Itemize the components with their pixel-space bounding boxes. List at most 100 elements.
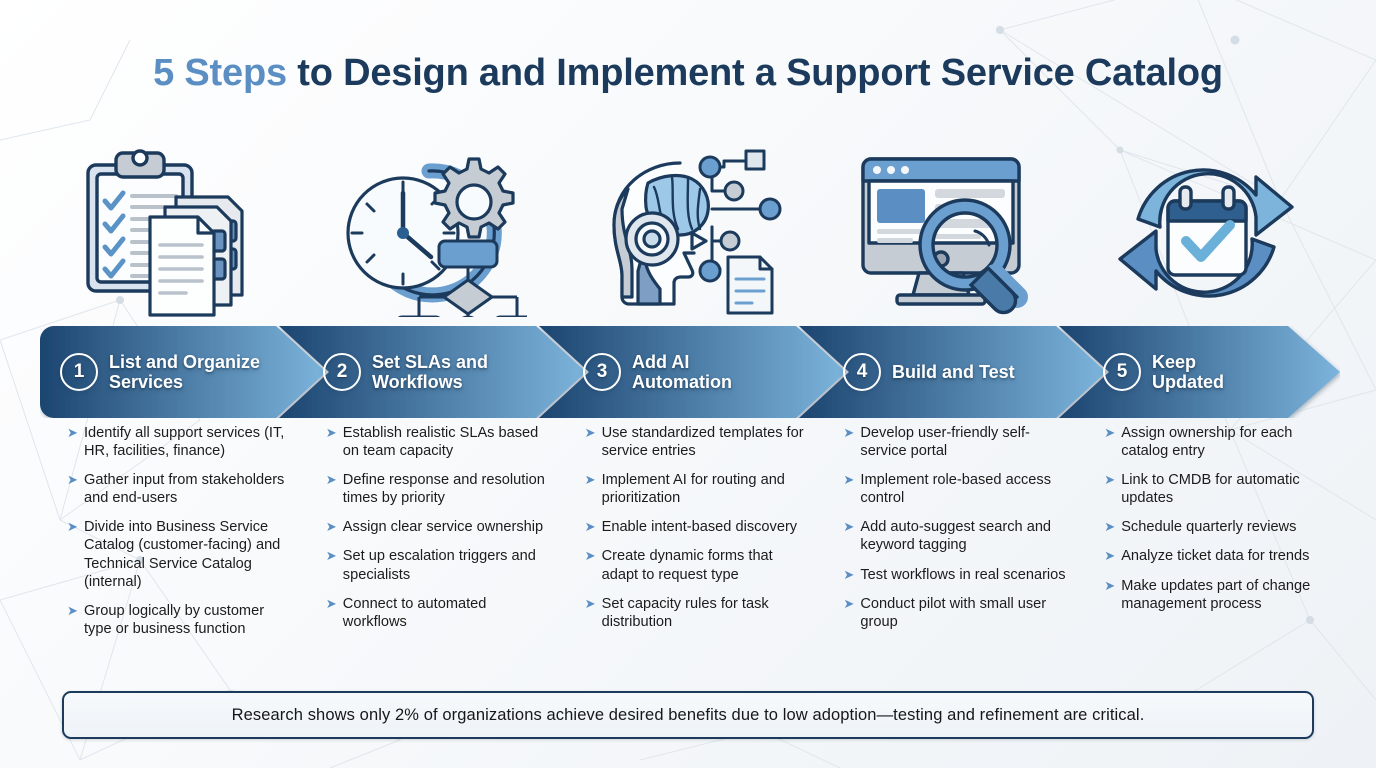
bullet-arrow-icon: ➤ — [325, 519, 337, 535]
list-item: ➤ Conduct pilot with small user group — [840, 595, 1071, 631]
bullet-column-3: ➤ Use standardized templates for service … — [562, 424, 821, 674]
step-number-3: 3 — [583, 353, 621, 391]
list-item: ➤ Test workflows in real scenarios — [840, 566, 1071, 584]
page-title-accent: 5 Steps — [153, 52, 287, 94]
bullet-arrow-icon: ➤ — [1104, 472, 1116, 488]
step-arrow-5[interactable]: 5 Keep Updated — [1083, 326, 1323, 418]
icon-row — [40, 143, 1336, 323]
icon-cell-step-4 — [818, 143, 1077, 323]
bullet-text: Identify all support services (IT, HR, f… — [84, 425, 285, 460]
list-item: ➤Gather input from stakeholders and end-… — [64, 471, 295, 507]
list-item: ➤Define response and resolution times by… — [323, 471, 554, 507]
bullet-text: Define response and resolution times by … — [342, 472, 545, 507]
bullet-text: Analyze ticket data for trends — [1121, 548, 1310, 565]
step-title-1: List and Organize Services — [109, 351, 261, 392]
list-item: ➤ Add auto-suggest search and keyword tag… — [840, 518, 1071, 554]
list-item: ➤ Implement role-based access control — [840, 471, 1071, 507]
step-number-5: 5 — [1103, 353, 1141, 391]
step-number-1: 1 — [60, 353, 98, 391]
bullet-text: Set capacity rules for task distribution — [601, 595, 769, 630]
ai-robot-head-circuit-icon — [612, 149, 782, 315]
step-title-2: Set SLAs and Workflows — [372, 351, 489, 392]
bullet-arrow-icon: ➤ — [584, 595, 596, 611]
bullet-arrow-icon: ➤ — [67, 425, 78, 440]
steps-arrow-banner: 1 List and Organize Services 2 Set SLAs … — [40, 326, 1340, 418]
bullet-text: Set up escalation triggers and specialis… — [342, 548, 536, 583]
bullet-text: Add auto-suggest search and keyword tagg… — [860, 519, 1052, 554]
step-title-3: Add AI Automation — [632, 351, 732, 392]
list-item: ➤ Make updates part of change management … — [1101, 577, 1332, 613]
bullet-text: Implement role-based access control — [860, 472, 1052, 507]
bullet-arrow-icon: ➤ — [67, 472, 78, 488]
list-item: ➤Enable intent-based discovery — [582, 518, 813, 536]
list-item: ➤ Develop user-friendly self-service port… — [840, 424, 1071, 460]
step-arrow-3[interactable]: 3 Add AI Automation — [563, 326, 803, 418]
list-item: ➤ Set capacity rules for task distributio… — [582, 595, 813, 631]
list-item: ➤ Create dynamic forms that adapt to requ… — [582, 547, 813, 583]
list-item: ➤ Link to CMDB for automatic updates — [1101, 471, 1332, 507]
bullet-arrow-icon: ➤ — [584, 425, 596, 440]
step-arrow-2[interactable]: 2 Set SLAs and Workflows — [303, 326, 543, 418]
bullet-text: Link to CMDB for automatic updates — [1121, 472, 1300, 507]
bullet-text: Schedule quarterly reviews — [1121, 519, 1297, 536]
bullet-text: Make updates part of change management p… — [1121, 577, 1311, 612]
bullet-arrow-icon: ➤ — [1104, 548, 1116, 564]
list-item: ➤ Group logically by customer type or bus… — [64, 602, 295, 638]
icon-cell-step-5 — [1077, 143, 1336, 323]
step-title-5: Keep Updated — [1152, 351, 1224, 392]
step-title-4: Build and Test — [892, 361, 1015, 382]
list-item: ➤ Schedule quarterly reviews — [1101, 518, 1332, 536]
bullet-arrow-icon: ➤ — [1104, 519, 1116, 535]
page-title-rest: to Design and Implement a Support Servic… — [286, 52, 1223, 94]
bullet-arrow-icon: ➤ — [843, 519, 855, 535]
list-item: ➤ Set up escalation triggers and speciali… — [323, 547, 554, 583]
bullet-text: Develop user-friendly self-service porta… — [860, 425, 1030, 460]
bullet-arrow-icon: ➤ — [1104, 577, 1116, 593]
step-arrow-4[interactable]: 4 Build and Test — [823, 326, 1073, 418]
bullet-arrow-icon: ➤ — [325, 548, 337, 564]
icon-cell-step-1 — [40, 143, 299, 323]
bullet-column-2: ➤Establish realistic SLAs based on team … — [303, 424, 562, 674]
bullet-arrow-icon: ➤ — [325, 595, 337, 611]
list-item: ➤Implement AI for routing and prioritiza… — [582, 471, 813, 507]
bullet-text: Use standardized templates for service e… — [601, 425, 804, 460]
bullet-arrow-icon: ➤ — [843, 595, 855, 611]
list-item: ➤ Identify all support services (IT, HR, … — [64, 424, 295, 460]
bullet-arrow-icon: ➤ — [843, 472, 855, 488]
page-title: 5 Steps to Design and Implement a Suppor… — [0, 52, 1376, 95]
list-item: ➤Establish realistic SLAs based on team … — [323, 424, 554, 460]
list-item: ➤ Assign clear service ownership — [323, 518, 554, 536]
refresh-cycle-calendar-check-icon — [1118, 168, 1295, 298]
bullet-columns: ➤ Identify all support services (IT, HR, … — [40, 424, 1340, 674]
bullet-text: Divide into Business Service Catalog (cu… — [84, 519, 281, 590]
bullet-text: Group logically by customer type or busi… — [84, 602, 265, 637]
bullet-arrow-icon: ➤ — [1104, 425, 1116, 440]
bullet-text: Test workflows in real scenarios — [860, 566, 1066, 583]
bullet-column-5: ➤Assign ownership for each catalog entry… — [1079, 424, 1340, 674]
bullet-arrow-icon: ➤ — [843, 566, 855, 582]
step-number-4: 4 — [843, 353, 881, 391]
bullet-arrow-icon: ➤ — [67, 602, 78, 618]
list-item: ➤ Analyze ticket data for trends — [1101, 547, 1332, 565]
icon-cell-step-2 — [299, 143, 558, 323]
bullet-text: Conduct pilot with small user group — [860, 595, 1047, 630]
bullet-arrow-icon: ➤ — [584, 519, 596, 535]
icon-cell-step-3 — [558, 143, 817, 323]
clipboard-checklist-documents-icon — [85, 149, 244, 317]
bullet-arrow-icon: ➤ — [584, 548, 596, 564]
step-arrow-1[interactable]: 1 List and Organize Services — [40, 326, 290, 418]
bullet-text: Assign clear service ownership — [342, 519, 544, 536]
list-item: ➤ Divide into Business Service Catalog (c… — [64, 518, 295, 590]
bullet-arrow-icon: ➤ — [843, 425, 855, 440]
bullet-text: Create dynamic forms that adapt to reque… — [601, 548, 773, 583]
bullet-arrow-icon: ➤ — [325, 425, 337, 440]
list-item: ➤ Connect to automated workflows — [323, 595, 554, 631]
arrow-shapes — [40, 326, 1340, 418]
bullet-text: Connect to automated workflows — [342, 595, 487, 630]
bullet-text: Implement AI for routing and prioritizat… — [601, 472, 785, 507]
monitor-portal-magnifier-icon — [861, 157, 1029, 315]
footer-callout-text: Research shows only 2% of organizations … — [231, 705, 1145, 724]
bullet-arrow-icon: ➤ — [67, 519, 78, 535]
